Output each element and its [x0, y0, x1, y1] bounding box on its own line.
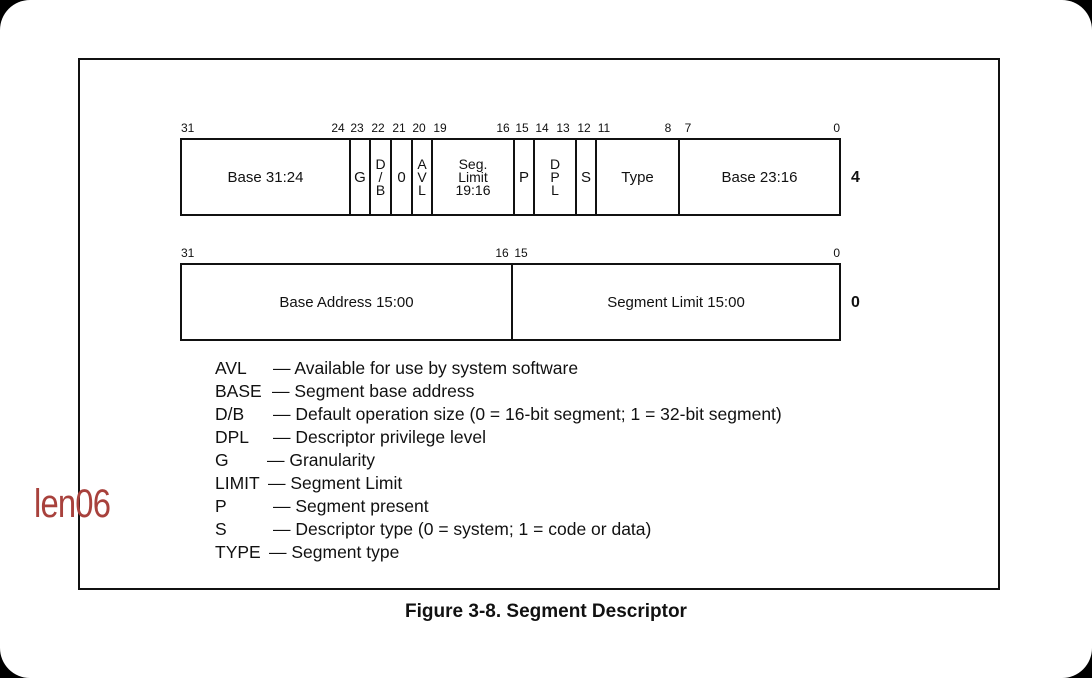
legend-abbr: LIMIT — [215, 473, 260, 493]
legend-desc: — Segment present — [273, 496, 429, 516]
field-segment-limit-15-00: Segment Limit 15:00 — [511, 265, 839, 339]
field-dpl: D P L — [533, 140, 575, 214]
legend-desc: — Segment base address — [272, 381, 475, 401]
legend-abbr: DPL — [215, 427, 250, 447]
figure-frame — [78, 58, 1000, 590]
field-base-31-24: Base 31:24 — [227, 168, 304, 186]
bit-14: 14 — [535, 121, 549, 135]
bit-0: 0 — [833, 246, 840, 260]
legend-desc: — Default operation size (0 = 16-bit seg… — [273, 404, 782, 424]
bit-11: 11 — [597, 121, 611, 135]
avl-char: V — [417, 168, 427, 185]
field-zero: 0 — [390, 140, 411, 214]
legend-abbr: S — [215, 519, 227, 539]
field-g: G — [349, 140, 369, 214]
field-type: Type — [595, 140, 678, 214]
legend-desc: — Segment type — [269, 542, 400, 562]
bit-22: 22 — [371, 121, 385, 135]
db-char: D — [375, 155, 386, 172]
high-dword-register: Base 31:24 G D / B 0 A V L Seg. Limit 19… — [180, 138, 841, 216]
legend-desc: — Descriptor privilege level — [273, 427, 486, 447]
field-p: P — [513, 140, 533, 214]
bit-31: 31 — [181, 121, 195, 135]
field-avl: A V L — [411, 140, 431, 214]
field-seg-limit: Seg. Limit 19:16 — [431, 140, 513, 214]
bit-8: 8 — [664, 121, 672, 135]
bit-12: 12 — [577, 121, 591, 135]
bit-21: 21 — [392, 121, 406, 135]
dpl-char: D — [549, 155, 561, 172]
dpl-char: P — [550, 168, 560, 185]
watermark: len06 — [34, 482, 111, 526]
bit-0: 0 — [833, 121, 840, 135]
bit-15: 15 — [515, 121, 529, 135]
field-db: D / B — [369, 140, 390, 214]
field-base-address-15-00: Base Address 15:00 — [279, 293, 414, 311]
bit-24: 24 — [331, 121, 345, 135]
db-char: B — [375, 181, 386, 198]
legend-abbr: TYPE — [215, 542, 261, 562]
bit-15: 15 — [514, 246, 528, 260]
seg-limit-line: 19:16 — [455, 181, 491, 198]
legend-desc: — Granularity — [267, 450, 375, 470]
bit-23: 23 — [350, 121, 364, 135]
legend-abbr: BASE — [215, 381, 262, 401]
bit-7: 7 — [684, 121, 692, 135]
legend-abbr: D/B — [215, 404, 245, 424]
offset-4: 4 — [851, 169, 860, 186]
legend-desc: — Descriptor type (0 = system; 1 = code … — [273, 519, 652, 539]
bit-16: 16 — [496, 121, 510, 135]
offset-0: 0 — [851, 294, 860, 311]
legend-abbr: G — [215, 450, 229, 470]
field-s: S — [575, 140, 595, 214]
avl-char: L — [418, 181, 426, 198]
bit-19: 19 — [433, 121, 447, 135]
legend-abbr: P — [215, 496, 227, 516]
bit-20: 20 — [412, 121, 426, 135]
bit-31: 31 — [181, 246, 195, 260]
seg-limit-line: Limit — [458, 168, 488, 185]
bit-13: 13 — [556, 121, 570, 135]
db-char: / — [378, 168, 383, 185]
field-base-23-16: Base 23:16 — [678, 140, 839, 214]
legend-desc: — Segment Limit — [268, 473, 403, 493]
legend-abbr: AVL — [215, 358, 247, 378]
figure-caption: Figure 3-8. Segment Descriptor — [405, 601, 687, 622]
low-dword-register: Base Address 15:00 Segment Limit 15:00 — [180, 263, 841, 341]
seg-limit-line: Seg. — [458, 155, 488, 172]
avl-char: A — [417, 155, 427, 172]
legend-desc: — Available for use by system software — [273, 358, 579, 378]
dpl-char: L — [551, 181, 559, 198]
bit-16: 16 — [495, 246, 509, 260]
